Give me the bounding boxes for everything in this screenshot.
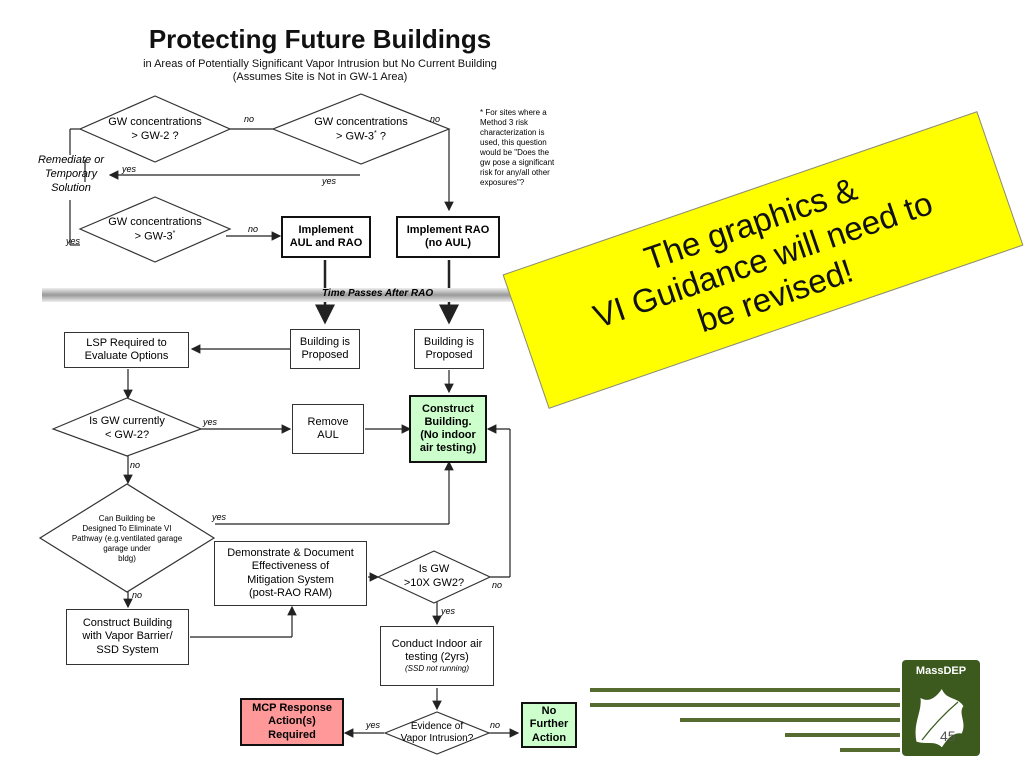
edge-label-yes: yes xyxy=(322,176,337,186)
diamond-gw2-now xyxy=(51,397,203,457)
decor-bar xyxy=(590,688,900,692)
page-subtitle: in Areas of Potentially Significant Vapo… xyxy=(143,58,497,70)
footnote: * For sites where a Method 3 risk charac… xyxy=(480,108,555,187)
edge-label-no: no xyxy=(130,460,141,470)
decor-bar xyxy=(840,748,900,752)
diamond-gw3b xyxy=(78,196,232,263)
diamond-evidence xyxy=(383,711,491,755)
edge-label-no: no xyxy=(490,720,501,730)
page-title: Protecting Future Buildings xyxy=(148,24,492,54)
edge-label-no: no xyxy=(132,590,143,600)
diamond-10x-text: Is GW>10X GW2? xyxy=(403,563,465,589)
page-subtitle-note: (Assumes Site is Not in GW-1 Area) xyxy=(232,71,408,83)
page-number: 45 xyxy=(940,728,956,744)
edge-label-no: no xyxy=(248,224,259,234)
time-divider xyxy=(42,288,542,302)
edge-label-no: no xyxy=(244,114,255,124)
edge-label-yes: yes xyxy=(441,606,456,616)
edge-label-no: no xyxy=(492,580,503,590)
diamond-10x xyxy=(376,550,492,604)
edge-label-yes: yes xyxy=(203,417,218,427)
massdep-logo: MassDEP 45 xyxy=(902,660,980,756)
edge-label-no: no xyxy=(430,114,441,124)
edge-label-yes: yes xyxy=(212,512,227,522)
logo-text: MassDEP xyxy=(915,665,967,677)
edge-label-yes: yes xyxy=(366,720,381,730)
oak-leaf-icon xyxy=(914,686,965,749)
edge-label-yes: yes xyxy=(66,236,81,246)
decor-bar xyxy=(680,718,900,722)
diamond-gw3a xyxy=(271,93,451,165)
diamond-gw2-text: GW concentrations> GW-2 ? xyxy=(108,116,202,142)
edge-label-yes: yes xyxy=(122,164,137,174)
time-passes-label: Time Passes After RAO xyxy=(322,288,434,299)
decor-bar xyxy=(785,733,900,737)
implement-rao-box: Implement RAO(no AUL) xyxy=(396,216,500,258)
diamond-gw2 xyxy=(78,95,232,163)
diamond-gw2-now-text: Is GW currently< GW-2? xyxy=(89,415,165,441)
diamond-gw3b-text: GW concentrations > GW-3* xyxy=(108,215,202,243)
diamond-design xyxy=(38,483,216,593)
decor-bar xyxy=(590,703,900,707)
diamond-gw3a-text: GW concentrations > GW-3* ? xyxy=(314,115,408,143)
